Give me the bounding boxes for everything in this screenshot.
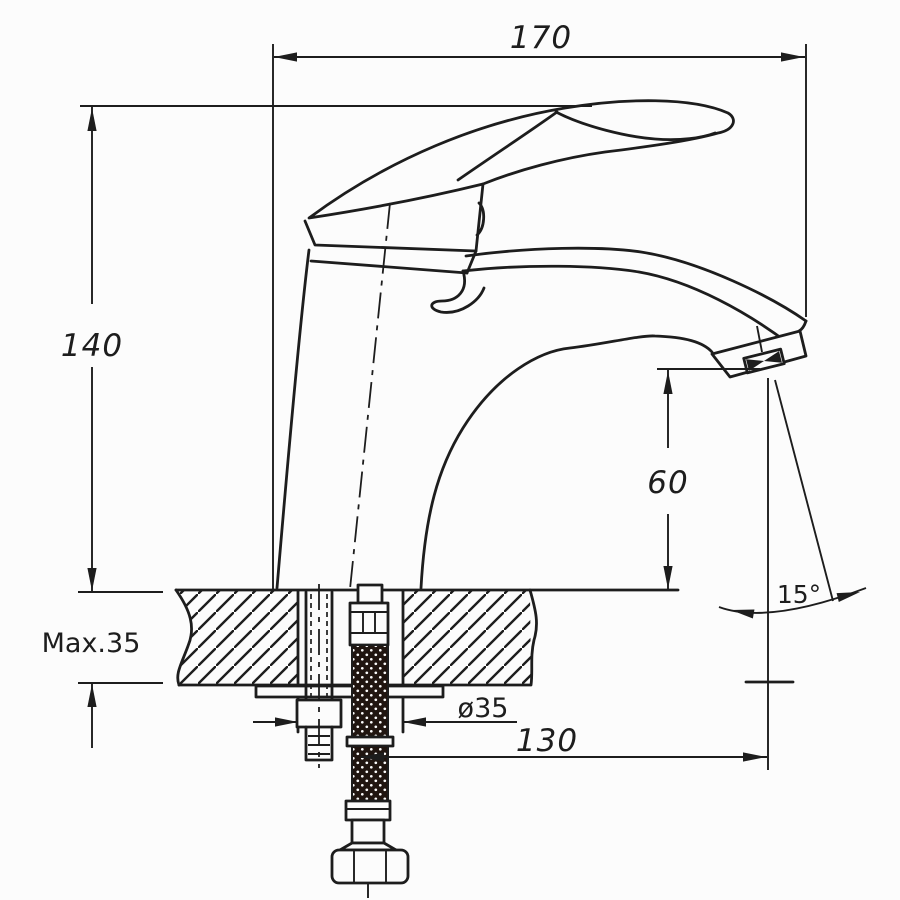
faucet-body — [275, 202, 714, 590]
hose-hex-nut — [330, 848, 410, 885]
dim-140-label: 140 — [61, 328, 123, 364]
spout-lower-curve — [461, 264, 790, 345]
handle-inner-line — [456, 110, 559, 182]
hose-nipple — [356, 583, 384, 605]
dim-130: 130 — [361, 723, 767, 762]
dim-max35: Max.35 — [42, 591, 163, 748]
body-left-edge — [275, 248, 311, 590]
dim-60: 60 — [647, 368, 760, 589]
body-ring-line — [309, 259, 469, 275]
spout-beak-curl — [430, 269, 486, 314]
counter-hatch-right — [403, 591, 531, 684]
spout-upper-curve — [464, 246, 808, 323]
handle-accent-line — [554, 110, 717, 142]
handle-outline — [307, 99, 735, 220]
dim-dia35-label: ø35 — [458, 693, 509, 724]
mounting-washer-plate — [254, 684, 445, 699]
hose-end-neck — [350, 818, 386, 845]
bonnet-detail-arc — [475, 201, 486, 237]
counter-hatch-left — [176, 591, 298, 684]
hose-end-collar — [344, 799, 392, 822]
body-centerline — [349, 202, 391, 590]
hose-top-fitting — [348, 601, 390, 647]
dim-15-label: 15° — [777, 580, 821, 609]
bonnet-outline — [303, 182, 485, 253]
hose-braid-upper — [351, 644, 389, 738]
countertop-section — [174, 588, 795, 734]
faucet-spout — [430, 246, 808, 379]
dim-dia35: ø35 — [253, 693, 517, 727]
dim-130-label: 130 — [516, 723, 578, 759]
faucet-handle — [303, 99, 735, 253]
dim-15-angled-ref — [774, 379, 834, 602]
counter-break-left — [174, 588, 193, 687]
hose-connector-band — [345, 735, 395, 748]
dim-max35-label: Max.35 — [42, 628, 141, 659]
body-right-curve — [419, 334, 714, 590]
dim-170: 170 — [272, 20, 807, 590]
aerator-tick — [756, 325, 763, 353]
dim-140: 140 — [61, 105, 592, 591]
mounting-hardware — [254, 583, 445, 898]
flex-hose — [330, 583, 410, 898]
spout-tip-edge — [797, 319, 808, 333]
counter-break-right — [528, 588, 538, 687]
dim-170-label: 170 — [510, 20, 572, 56]
dim-60-label: 60 — [647, 465, 688, 501]
dim-15deg: 15° — [718, 378, 867, 770]
aerator-outlet — [742, 347, 786, 375]
mounting-stud — [295, 584, 343, 768]
